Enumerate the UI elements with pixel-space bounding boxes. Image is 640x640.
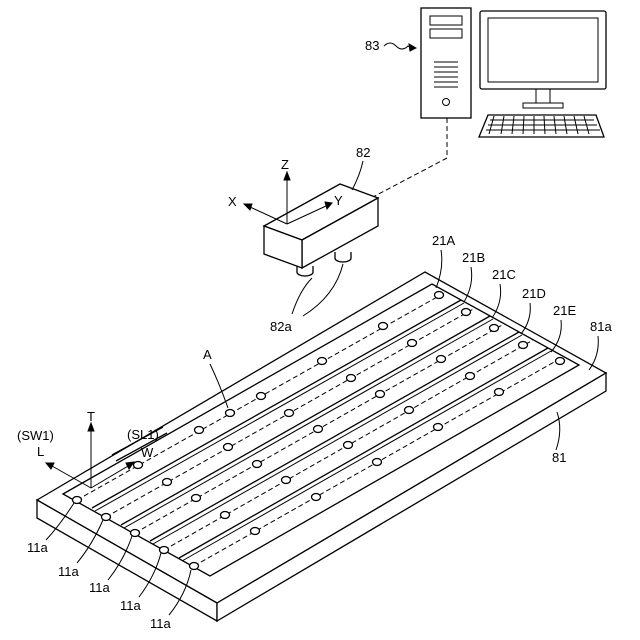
label-11a-5: 11a [150, 616, 171, 631]
dir-w-label: W [141, 445, 154, 460]
dir-l-label: L [37, 444, 44, 459]
label-21E: 21E [553, 303, 576, 318]
label-11a-1: 11a [27, 540, 48, 555]
keyboard-icon [479, 115, 604, 137]
axis-x-label: X [228, 194, 237, 209]
label-11a-2: 11a [58, 564, 79, 579]
label-83: 83 [365, 38, 379, 53]
camera-icon [264, 184, 378, 276]
computer-tower-icon [421, 8, 471, 118]
label-21C: 21C [492, 267, 516, 282]
monitor-icon [480, 11, 606, 108]
label-82: 82 [356, 145, 370, 160]
label-11a-3: 11a [89, 580, 110, 595]
label-21B: 21B [462, 250, 485, 265]
axis-z-label: Z [281, 157, 289, 172]
label-81a: 81a [590, 319, 612, 334]
axis-y-label: Y [334, 193, 343, 208]
computer-83: 83 [365, 8, 606, 137]
label-81: 81 [552, 450, 566, 465]
label-82a: 82a [270, 319, 292, 334]
label-21A: 21A [432, 233, 455, 248]
label-11a-4: 11a [120, 598, 141, 613]
camera-cable [371, 118, 447, 198]
camera-82: 82 82a [264, 145, 378, 334]
label-21D: 21D [522, 286, 546, 301]
dir-t-label: T [87, 409, 95, 424]
label-sw1: (SW1) [17, 428, 54, 443]
label-a: A [203, 347, 212, 362]
